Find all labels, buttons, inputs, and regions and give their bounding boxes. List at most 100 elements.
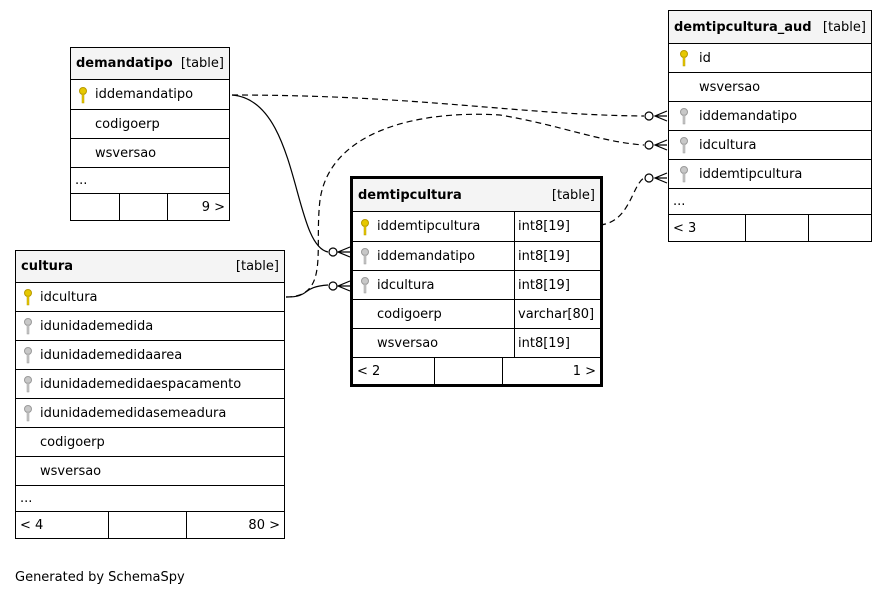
column-name: wsversao [95,145,157,161]
table-tag: [table] [822,19,866,35]
column-name: wsversao [699,79,761,95]
generated-by-note: Generated by SchemaSpy [15,570,185,585]
column-row[interactable]: iddemandatipo [669,102,871,131]
footer-parents-count[interactable]: < 2 [357,363,381,379]
edge-demandatipo-demtipcultura [231,94,329,253]
column-name: codigoerp [95,116,160,132]
foreign-key-icon [16,346,40,364]
column-row[interactable]: codigoerp [71,110,229,139]
column-name: idunidademedidaarea [40,347,183,363]
table-demtipcultura-aud[interactable]: demtipcultura_aud [table] id wsversao id… [668,10,872,242]
footer-children-count[interactable]: 80 > [186,512,284,538]
column-row[interactable]: codigoerp [16,428,284,457]
table-name[interactable]: demtipcultura_aud [674,19,812,35]
column-row[interactable]: iddemtipcultura [669,160,871,189]
edge-end-circle [328,281,338,291]
edge-end-circle [644,111,654,121]
table-name[interactable]: cultura [21,259,74,274]
column-row[interactable]: idcultura [16,283,284,312]
table-tag: [table] [180,56,224,71]
foreign-key-icon [669,107,699,125]
table-footer: < 4 80 > [16,512,284,538]
footer-middle [108,512,186,538]
foreign-key-icon [16,404,40,422]
table-footer: 9 > [71,194,229,220]
column-row[interactable]: wsversao [71,139,229,168]
column-name: idunidademedida [40,318,154,334]
column-row[interactable]: iddemandatipo [71,80,229,110]
column-row[interactable]: idunidademedida [16,312,284,341]
column-row[interactable]: wsversao [16,457,284,486]
column-name: iddemandatipo [699,108,798,124]
table-demtipcultura[interactable]: demtipcultura [table] iddemtipcultura in… [350,176,603,387]
column-row[interactable]: idunidademedidasemeadura [16,399,284,428]
column-name: iddemtipcultura [699,166,803,182]
footer-children-count[interactable] [808,215,871,241]
footer-parents-count[interactable]: < 4 [20,517,44,533]
column-row[interactable]: idcultura [669,131,871,160]
column-name: codigoerp [377,306,442,322]
table-cultura[interactable]: cultura [table] idcultura idunidademedid… [15,250,285,539]
footer-middle [119,194,167,220]
column-name: iddemtipcultura [377,219,481,234]
crowfoot-marker [653,139,668,151]
column-row[interactable]: idcultura int8[19] [353,271,600,300]
footer-middle [745,215,808,241]
table-footer: < 2 1 > [353,358,600,384]
column-row[interactable]: id [669,44,871,73]
column-name: id [699,50,711,66]
column-type: int8[19] [514,271,600,299]
foreign-key-icon [353,276,377,294]
footer-children-count[interactable]: 1 > [502,358,600,384]
primary-key-icon [71,86,95,104]
table-header[interactable]: cultura [table] [16,251,284,283]
column-name: idunidademedidasemeadura [40,405,227,421]
foreign-key-icon [669,165,699,183]
foreign-key-icon [669,136,699,154]
column-name: iddemandatipo [95,87,194,102]
column-row[interactable]: wsversao int8[19] [353,329,600,358]
foreign-key-icon [353,247,377,265]
column-type: varchar[80] [514,300,600,328]
more-columns-ellipsis: ... [669,189,871,215]
column-row[interactable]: idunidademedidaarea [16,341,284,370]
table-name[interactable]: demtipcultura [358,187,462,203]
column-type: int8[19] [514,242,600,270]
crowfoot-marker [336,246,351,258]
edge-demandatipo-aud [231,94,645,117]
footer-children-count[interactable]: 9 > [167,194,229,220]
column-name: idcultura [699,137,757,153]
column-name: idunidademedidaespacamento [40,376,242,392]
footer-parents-count[interactable] [71,194,119,220]
column-row[interactable]: wsversao [669,73,871,102]
more-columns-ellipsis: ... [71,168,229,194]
more-columns-ellipsis: ... [16,486,284,512]
edge-cultura-demtipcultura [285,284,329,298]
column-row[interactable]: codigoerp varchar[80] [353,300,600,329]
column-name: idcultura [40,289,98,305]
column-name: idcultura [377,277,435,293]
primary-key-icon [16,288,40,306]
column-row[interactable]: iddemtipcultura int8[19] [353,212,600,242]
column-row[interactable]: idunidademedidaespacamento [16,370,284,399]
table-header[interactable]: demtipcultura [table] [353,179,600,212]
column-type: int8[19] [514,329,600,357]
primary-key-icon [669,49,699,67]
foreign-key-icon [16,375,40,393]
crowfoot-marker [336,280,351,292]
table-header[interactable]: demtipcultura_aud [table] [669,11,871,44]
table-footer: < 3 [669,215,871,241]
edge-end-circle [644,173,654,183]
table-tag: [table] [551,187,595,203]
column-name: codigoerp [40,434,105,450]
column-row[interactable]: iddemandatipo int8[19] [353,242,600,271]
table-header[interactable]: demandatipo [table] [71,48,229,80]
edge-end-circle [328,247,338,257]
column-name: iddemandatipo [377,248,476,264]
crowfoot-marker [653,110,668,122]
column-name: wsversao [377,335,439,351]
footer-parents-count[interactable]: < 3 [673,220,697,236]
foreign-key-icon [16,317,40,335]
table-demandatipo[interactable]: demandatipo [table] iddemandatipo codigo… [70,47,230,221]
table-name[interactable]: demandatipo [76,56,173,71]
